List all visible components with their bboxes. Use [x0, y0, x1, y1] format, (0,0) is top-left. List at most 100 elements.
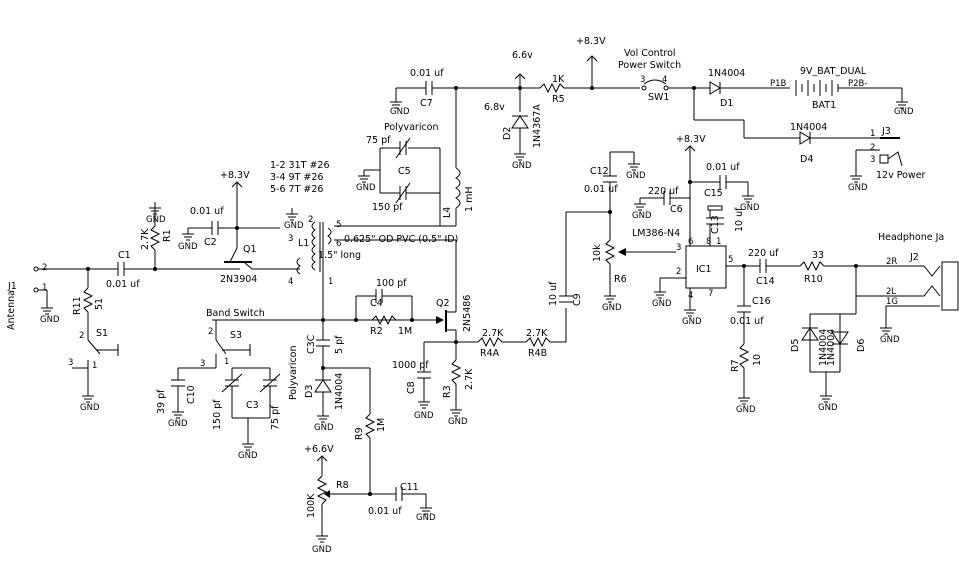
ic-p1-text: 1	[716, 237, 721, 247]
l1-p6-text: 6	[336, 239, 341, 249]
sw1-p3-text: 3	[640, 75, 645, 85]
c10-text: C10	[186, 385, 197, 404]
antenna-label: Antenna	[6, 290, 17, 330]
l1-p4-text: 4	[288, 277, 293, 287]
ground-icon	[683, 303, 697, 317]
v66-top-text: 6.6v	[512, 50, 533, 61]
d6-text: D6	[856, 339, 867, 352]
d1-text: D1	[720, 98, 733, 109]
gnd-text: GND	[740, 203, 760, 213]
c13-val-text: 10 uf	[734, 207, 745, 232]
ground-icon	[241, 437, 255, 451]
r4a-text: R4A	[480, 348, 500, 359]
gnd-text: GND	[312, 545, 332, 555]
r1-val-text: 2.7K	[140, 228, 151, 250]
ic1-part-text: LM386-N4	[632, 228, 680, 239]
ground-icon	[449, 403, 463, 417]
ground-icon	[653, 285, 667, 299]
headphone-jack-j2: Headphone Ja J2 2R 2L 1G GND	[855, 232, 959, 345]
ic-p2-text: 2	[676, 267, 681, 277]
c12-val-text: 0.01 uf	[584, 184, 618, 195]
ground-icon	[741, 189, 755, 203]
j1-pin2-text: 2	[42, 263, 47, 273]
gnd-text: GND	[736, 405, 756, 415]
plus83-top-text: +8.3V	[576, 36, 606, 47]
s3-p2-text: 2	[208, 327, 213, 337]
d1-val-text: 1N4004	[708, 68, 745, 79]
gnd-text: GND	[632, 211, 652, 221]
gnd-text: GND	[356, 183, 376, 193]
capacitor-c7: 0.01 uf GND C7	[389, 68, 540, 117]
gnd-text: GND	[626, 171, 646, 181]
gnd-text: GND	[414, 411, 434, 421]
resistor-r5: 1K R5 +8.3V	[539, 36, 640, 105]
ground-icon	[417, 395, 431, 409]
windings-2-text: 3-4 9T #26	[270, 172, 323, 183]
gnd-text: GND	[146, 215, 166, 225]
c5-a-text: 75 pf	[366, 135, 391, 146]
c9-text: C9	[572, 293, 583, 306]
band-switch-text: Band Switch	[206, 308, 265, 319]
l1-p3-text: 3	[288, 234, 293, 244]
l1-p5-text: 5	[336, 220, 341, 230]
q1-val-text: 2N3904	[220, 274, 257, 285]
windings-3-text: 5-6 7T #26	[270, 184, 323, 195]
c5-text: C5	[398, 166, 411, 177]
j2-2r-text: 2R	[886, 257, 897, 267]
r3-val-text: 2.7K	[464, 368, 475, 390]
c4-val-text: 100 pf	[376, 278, 407, 289]
ic-p6-text: 6	[688, 237, 693, 247]
q2-text: Q2	[436, 298, 450, 309]
detector-q2: 100 pf C4 R2 1M Q2 2N5486	[354, 239, 478, 344]
ground-icon	[849, 169, 863, 183]
r2-text: R2	[370, 326, 383, 337]
r6-text: R6	[614, 274, 627, 285]
j2-2l-text: 2L	[886, 287, 896, 297]
inductor-l4: L4 1 mH	[442, 86, 475, 226]
r11-value: 51	[94, 298, 105, 310]
ground-icon	[181, 227, 195, 241]
c10-val-text: 39 pf	[156, 389, 167, 414]
r8-val-text: 100K	[306, 493, 317, 518]
r8-text: R8	[336, 480, 349, 491]
bat1-text: BAT1	[812, 100, 836, 111]
r7-val-text: 10	[752, 354, 763, 366]
c14-val-text: 220 uf	[748, 248, 779, 259]
r4a-val-text: 2.7K	[482, 328, 504, 339]
ic-p8-text: 8	[706, 237, 711, 247]
c8-val-text: 1000 pf	[392, 360, 429, 371]
polyvaricon-left-text: Polyvaricon	[288, 345, 299, 400]
bat-text: 9V_BAT_DUAL	[800, 66, 867, 77]
ic-p7-text: 7	[708, 289, 713, 299]
r9-text: R9	[354, 427, 365, 440]
amplifier-ic1: +8.3V 0.01 uf C15 GND 220 uf C6 GND LM38…	[632, 134, 760, 327]
c3-text: C3	[246, 400, 259, 411]
l1-p1-text: 1	[328, 277, 333, 287]
c9-val-text: 10 uf	[548, 281, 559, 306]
ic1-text: IC1	[696, 264, 711, 275]
ic-p3-text: 3	[676, 243, 681, 253]
c2-text: C2	[204, 237, 217, 248]
d6-val-text: 1N4004	[826, 329, 837, 366]
ext-power-text: 12v Power	[876, 170, 926, 181]
l1-text: L1	[298, 238, 309, 249]
gnd-text: GND	[178, 242, 198, 252]
c7-text: C7	[420, 98, 433, 109]
supply-arrow-icon	[684, 145, 696, 161]
r11-label: R11	[72, 296, 83, 315]
j2-1g-text: 1G	[886, 297, 898, 307]
l1-p2-text: 2	[308, 215, 313, 225]
r5-text: R5	[552, 94, 565, 105]
c1-text: C1	[118, 250, 131, 261]
external-power-j3: 1N4004 D4 J3 1 2 3 GND 12v Power	[693, 88, 926, 193]
ground-icon	[285, 207, 299, 221]
gnd-text: GND	[448, 417, 468, 427]
vol-control-text: Vol Control	[624, 48, 676, 59]
capacitor-c1: C1 0.01 uf	[106, 250, 240, 290]
q1-text: Q1	[243, 244, 257, 255]
gnd-text: GND	[894, 107, 914, 117]
power-switch-text: Power Switch	[618, 60, 681, 71]
d3-val-text: 1N4004	[334, 373, 345, 410]
s1-label: S1	[96, 328, 108, 339]
d5-val-text: 1N4004	[818, 329, 829, 366]
